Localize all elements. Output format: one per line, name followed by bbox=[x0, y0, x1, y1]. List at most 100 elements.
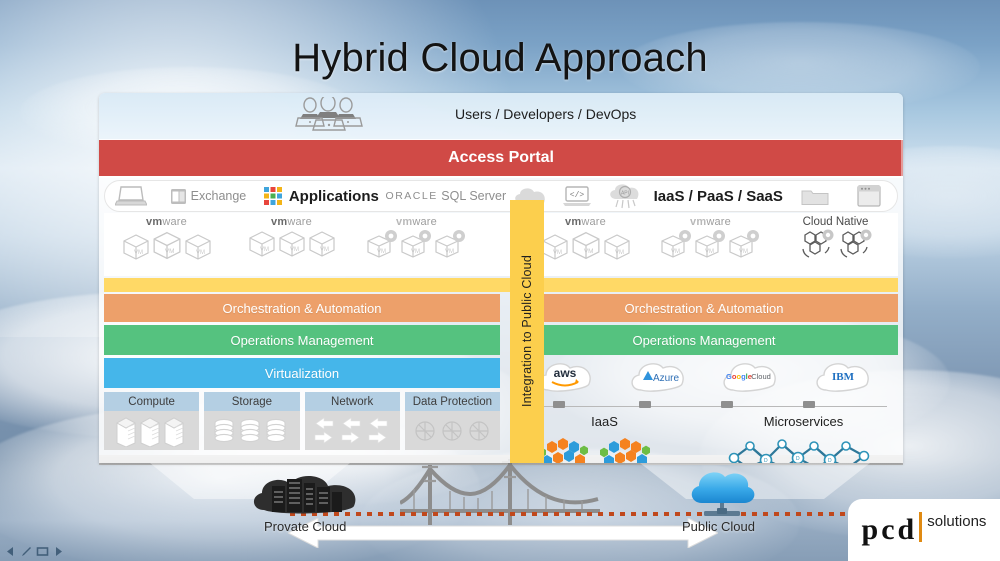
cloud-native-group: Cloud Native bbox=[773, 213, 898, 276]
network-arrows-icon bbox=[305, 411, 400, 450]
vmware-brand: vmware bbox=[565, 216, 606, 228]
svg-text:IBM: IBM bbox=[832, 371, 855, 383]
dotted-connection-line bbox=[290, 512, 850, 516]
svg-text:D: D bbox=[828, 458, 832, 463]
integration-label: Integration to Public Cloud bbox=[520, 255, 534, 408]
vmware-brand: vmware bbox=[690, 216, 731, 228]
server-rack-icon bbox=[104, 411, 199, 450]
infra-box-storage: Storage bbox=[204, 392, 300, 450]
vmware-group: vmware VM VM VM bbox=[104, 213, 229, 276]
left-virtualization-label: Virtualization bbox=[264, 365, 340, 381]
svg-text:VM: VM bbox=[671, 249, 680, 255]
vmware-group: vmware VM VM VM bbox=[229, 213, 354, 276]
shield-disc-icon bbox=[405, 411, 500, 450]
network-title: Network bbox=[304, 392, 400, 411]
cloud-native-label: Cloud Native bbox=[802, 216, 869, 228]
access-portal-bar[interactable]: Access Portal bbox=[99, 140, 903, 178]
logo-accent-bar bbox=[919, 512, 923, 542]
infra-box-compute: Compute bbox=[104, 392, 200, 450]
applications-label: Applications bbox=[288, 187, 379, 205]
vmware-brand: vmware bbox=[271, 216, 312, 228]
bus-stub bbox=[639, 401, 651, 408]
pen-icon[interactable] bbox=[20, 545, 33, 558]
bus-stub bbox=[553, 401, 565, 408]
prev-slide-icon[interactable] bbox=[4, 545, 17, 558]
pcd-solutions-logo: pcd solutions bbox=[848, 499, 1000, 561]
right-orchestration-label: Orchestration & Automation bbox=[624, 300, 784, 316]
google-cloud-icon[interactable]: Google Cloud bbox=[719, 358, 781, 398]
svg-text:aws: aws bbox=[554, 366, 577, 380]
microsoft-apps-grid-icon bbox=[263, 187, 282, 205]
svg-text:Google: Google bbox=[726, 372, 752, 381]
svg-text:D: D bbox=[796, 456, 800, 462]
api-cloud-icon: API bbox=[601, 183, 648, 209]
users-with-laptops-icon bbox=[294, 94, 364, 140]
vmware-group-containers: vmware VM VM VM bbox=[648, 213, 773, 276]
svg-text:API: API bbox=[621, 191, 629, 197]
code-laptop-icon: </> bbox=[554, 185, 601, 207]
right-operations-label: Operations Management bbox=[632, 332, 776, 348]
hexagon-container-icons bbox=[799, 229, 873, 261]
left-orchestration-column: Orchestration & Automation Operations Ma… bbox=[99, 292, 505, 463]
iaas-label: IaaS bbox=[591, 414, 618, 429]
left-virtualization-bar: Virtualization bbox=[104, 358, 500, 388]
svg-text:VM: VM bbox=[260, 247, 269, 253]
presentation-controls bbox=[4, 545, 65, 558]
vm-cubes: VM VM VM bbox=[122, 229, 212, 262]
right-operations-bar: Operations Management bbox=[510, 325, 898, 355]
vm-cubes-with-badges: VM VM VM bbox=[366, 229, 467, 261]
applications-row: Exchange Applications ORACLE SQL Server bbox=[104, 180, 898, 212]
yellow-divider-band bbox=[104, 278, 898, 292]
logo-word: solutions bbox=[927, 513, 987, 530]
ibm-cloud-icon[interactable]: IBM bbox=[812, 358, 874, 398]
azure-cloud-icon[interactable]: Azure bbox=[627, 358, 689, 398]
applications-app: Applications bbox=[260, 187, 382, 205]
logo-mark: pcd bbox=[861, 513, 918, 546]
svg-text:VM: VM bbox=[134, 250, 143, 256]
slide-menu-icon[interactable] bbox=[36, 545, 49, 558]
users-developers-devops-label: Users / Developers / DevOps bbox=[455, 106, 637, 122]
next-slide-icon[interactable] bbox=[52, 545, 65, 558]
oracle-app: ORACLE bbox=[382, 190, 440, 202]
page-title: Hybrid Cloud Approach bbox=[292, 36, 708, 80]
exchange-label: Exchange bbox=[190, 189, 247, 203]
bus-stub bbox=[803, 401, 815, 408]
iaas-paas-saas: IaaS / PaaS / SaaS bbox=[648, 188, 789, 205]
svg-text:VM: VM bbox=[290, 247, 299, 253]
access-portal-label: Access Portal bbox=[448, 149, 554, 166]
datacenter-cloud-icon bbox=[250, 470, 368, 525]
svg-text:VM: VM bbox=[411, 249, 420, 255]
private-cloud-label: Provate Cloud bbox=[264, 519, 347, 534]
integration-to-public-cloud-column: Integration to Public Cloud bbox=[510, 200, 544, 463]
cloud-providers-row: aws Azure Google bbox=[505, 356, 903, 398]
svg-text:VM: VM bbox=[320, 247, 329, 253]
provider-connection-bus bbox=[521, 398, 887, 414]
users-row: Users / Developers / DevOps bbox=[99, 93, 903, 140]
laptop-icon bbox=[105, 185, 157, 207]
vmware-group-containers: vmware VM VM VM bbox=[354, 213, 479, 276]
left-orchestration-bar: Orchestration & Automation bbox=[104, 294, 500, 322]
svg-text:Azure: Azure bbox=[653, 373, 680, 384]
exchange-app: Exchange bbox=[157, 188, 260, 204]
cloud-icon bbox=[507, 187, 554, 205]
compute-title: Compute bbox=[104, 392, 200, 411]
svg-text:VM: VM bbox=[705, 249, 714, 255]
vm-cubes-with-badges: VM VM VM bbox=[660, 229, 761, 261]
svg-text:VM: VM bbox=[739, 249, 748, 255]
orchestration-split-row: Orchestration & Automation Operations Ma… bbox=[99, 292, 903, 463]
svg-text:VM: VM bbox=[196, 250, 205, 256]
sql-server-app: SQL Server bbox=[441, 189, 507, 203]
right-public-cloud-column: Orchestration & Automation Operations Ma… bbox=[505, 292, 903, 463]
aws-cloud-icon[interactable]: aws bbox=[534, 358, 596, 398]
infrastructure-row: Compute bbox=[104, 392, 500, 450]
exchange-icon bbox=[170, 188, 186, 204]
hexagon-cluster-icon bbox=[505, 432, 704, 463]
svg-text:VM: VM bbox=[583, 248, 593, 255]
svg-text:D: D bbox=[764, 458, 768, 463]
disk-stack-icon bbox=[204, 411, 299, 450]
sql-server-label: SQL Server bbox=[441, 189, 507, 203]
suspension-bridge-icon bbox=[399, 455, 600, 535]
infra-box-data-protection: Data Protection bbox=[404, 392, 500, 450]
